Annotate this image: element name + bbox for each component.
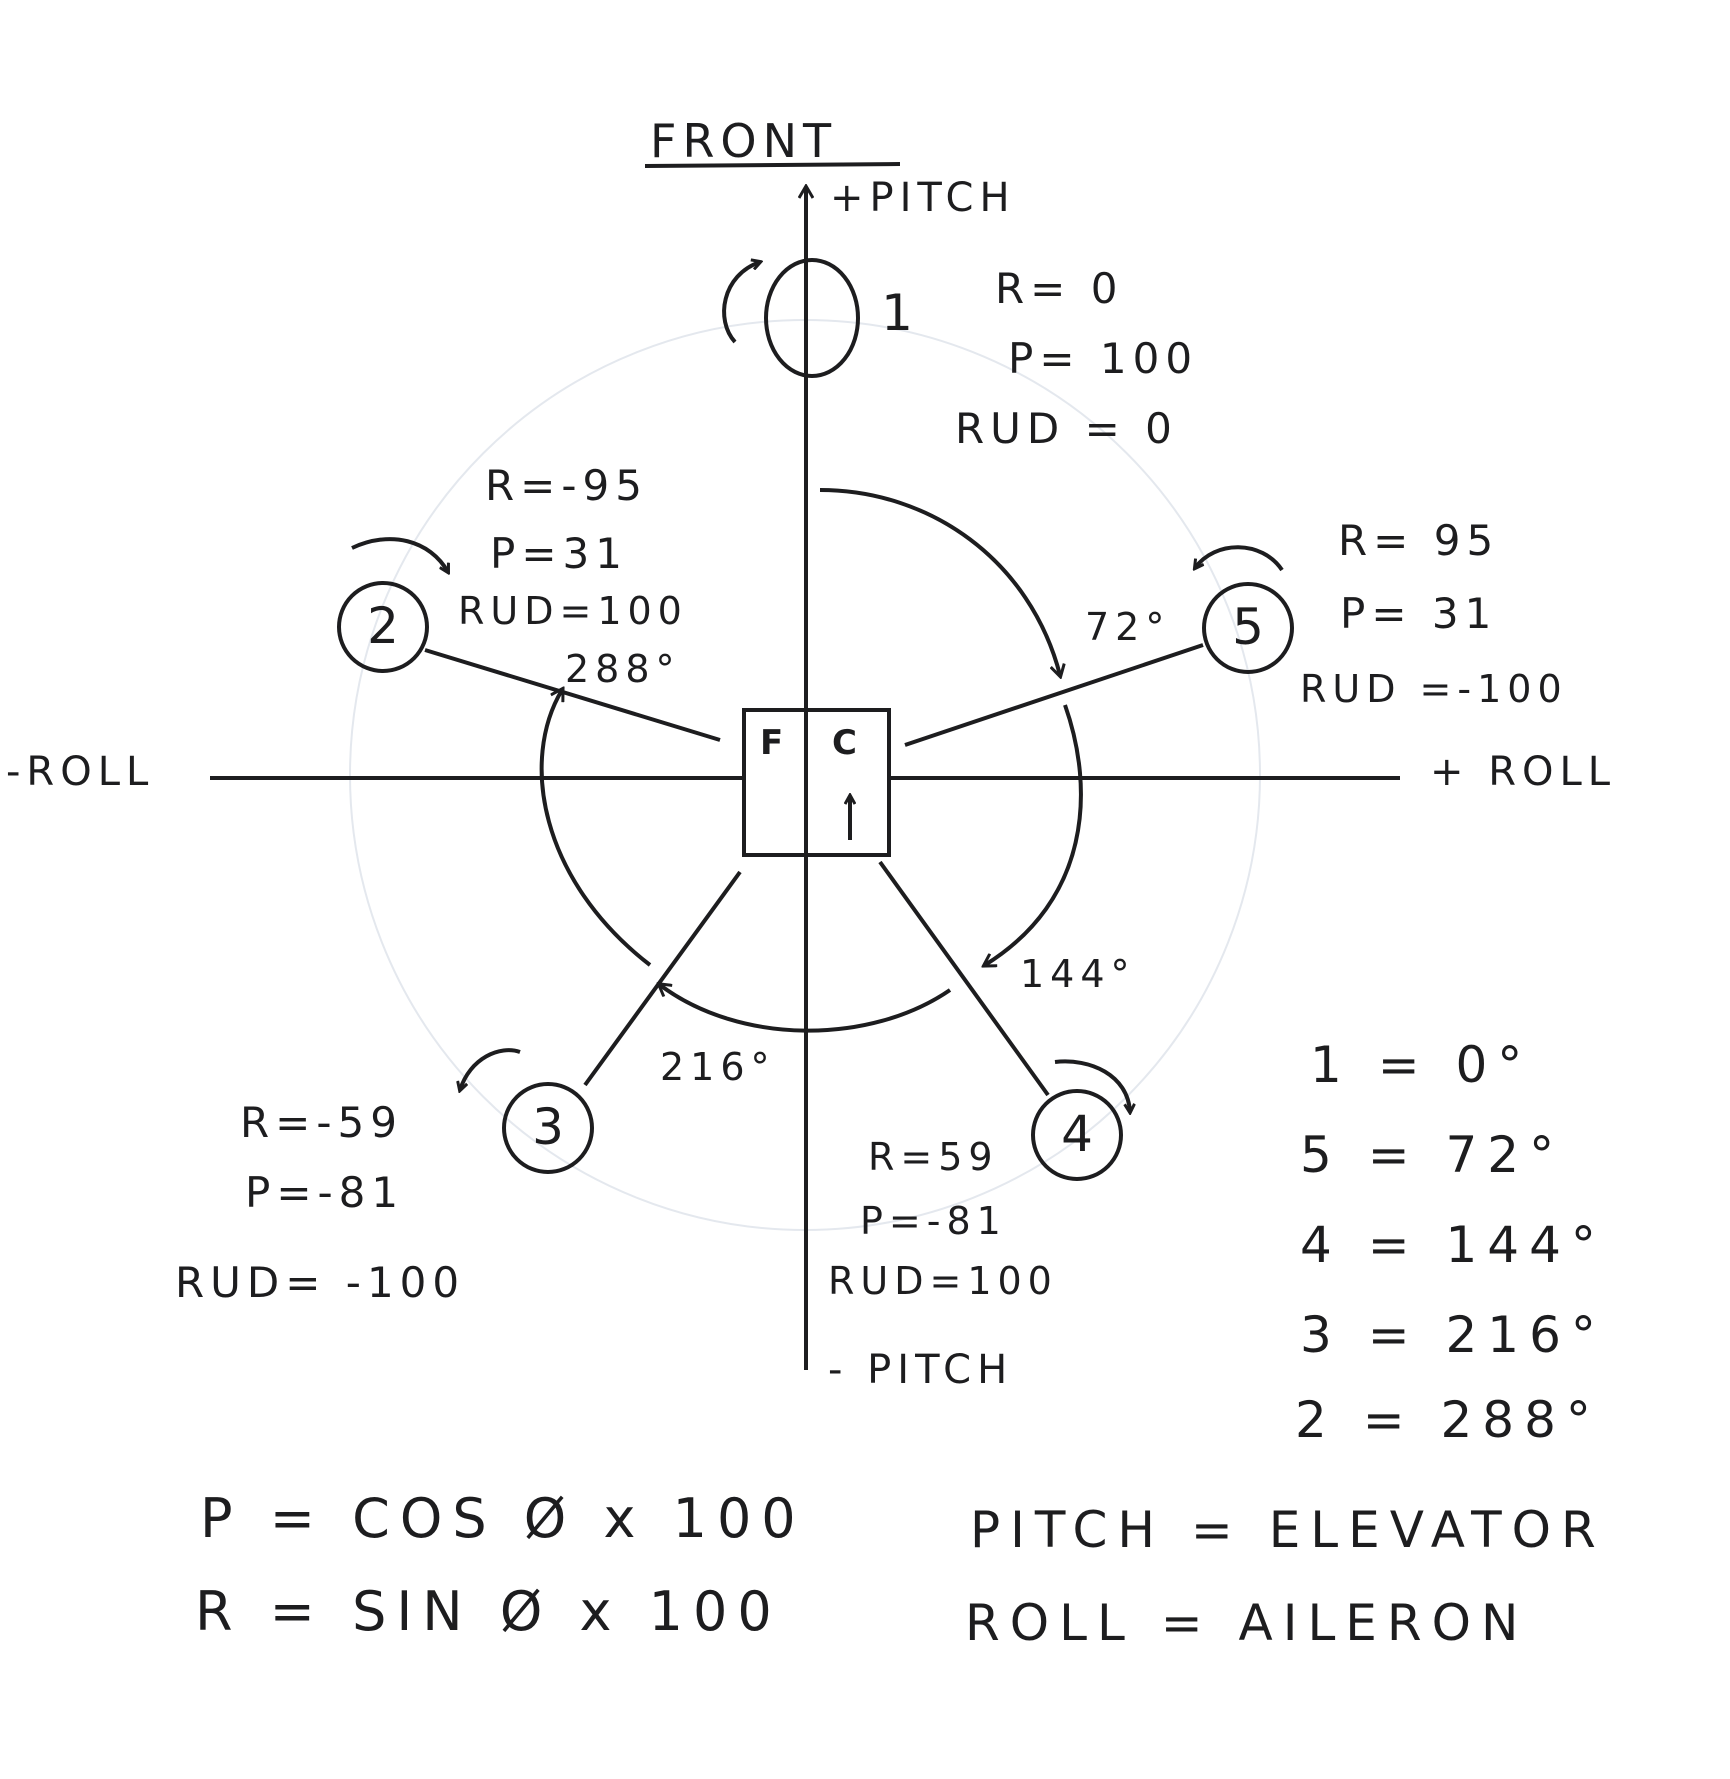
pitch-formula: P = COS Ø x 100 <box>200 1487 806 1550</box>
motor-3-number: 3 <box>532 1098 564 1156</box>
rotation-arrow-3-icon <box>460 1048 521 1090</box>
rotation-arrow-2-icon <box>351 537 448 572</box>
arm-4 <box>878 860 1050 1097</box>
motor-4-roll-value: R=59 <box>868 1135 999 1179</box>
angle-label-288: 288° <box>565 647 681 691</box>
angle-label-216: 216° <box>660 1045 776 1089</box>
pos-pitch-label: +PITCH <box>830 175 1016 221</box>
motor-1-number: 1 <box>881 284 913 342</box>
motor-3-roll-value: R=-59 <box>240 1098 403 1147</box>
angle-label-144: 144° <box>1020 952 1136 996</box>
motor-1-rudder-value: RUD = 0 <box>955 404 1178 453</box>
motor-2-pitch-value: P=31 <box>490 529 628 578</box>
title-underline <box>644 162 901 168</box>
legend-row: 4 = 144° <box>1300 1216 1606 1274</box>
arc-arrow-216-to-288-icon <box>539 690 652 967</box>
legend-row: 5 = 72° <box>1300 1126 1565 1184</box>
motor-1-roll-value: R= 0 <box>995 264 1124 313</box>
motor-4-number: 4 <box>1061 1105 1093 1163</box>
fc-label-c: C <box>832 723 857 763</box>
motor-5-number: 5 <box>1232 598 1264 656</box>
fc-label-f: F <box>760 723 784 763</box>
angle-label-72: 72° <box>1085 605 1171 649</box>
motor-4-circle <box>1031 1089 1123 1181</box>
arc-arrow-144-to-216-icon <box>660 985 952 1033</box>
motor-3-pitch-value: P=-81 <box>245 1168 405 1217</box>
motor-5-rudder-value: RUD =-100 <box>1300 667 1568 711</box>
motor-2-number: 2 <box>367 597 399 655</box>
roll-definition: ROLL = AILERON <box>965 1594 1529 1652</box>
pitch-definition: PITCH = ELEVATOR <box>970 1501 1606 1559</box>
front-title: FRONT <box>650 114 838 168</box>
arc-arrow-0-to-72-icon <box>819 488 1060 675</box>
neg-roll-label: -ROLL <box>6 749 155 795</box>
motor-1-ellipse <box>764 258 860 378</box>
motor-2-rudder-value: RUD=100 <box>458 589 688 633</box>
motor-2-roll-value: R=-95 <box>485 461 648 510</box>
arc-arrow-72-to-144-icon <box>985 704 1083 965</box>
motor-5-roll-value: R= 95 <box>1338 516 1500 565</box>
flight-controller-box <box>742 708 891 857</box>
motor-3-circle <box>502 1082 594 1174</box>
legend-row: 3 = 216° <box>1300 1306 1606 1364</box>
roll-formula: R = SIN Ø x 100 <box>195 1580 782 1643</box>
motor-2-circle <box>337 581 429 673</box>
motor-4-pitch-value: P=-81 <box>860 1199 1007 1243</box>
pos-roll-label: + ROLL <box>1430 749 1617 795</box>
rotation-arrow-1-icon <box>722 262 760 344</box>
motor-3-rudder-value: RUD= -100 <box>175 1258 466 1307</box>
neg-pitch-label: - PITCH <box>828 1347 1014 1393</box>
legend-row: 1 = 0° <box>1310 1036 1533 1094</box>
motor-5-circle <box>1202 582 1294 674</box>
arm-5 <box>904 643 1204 747</box>
rotation-arrow-4-icon <box>1054 1059 1130 1112</box>
motor-4-rudder-value: RUD=100 <box>828 1259 1058 1303</box>
arm-3 <box>583 870 742 1087</box>
legend-row: 2 = 288° <box>1295 1391 1601 1449</box>
arm-2 <box>424 648 721 742</box>
motor-5-pitch-value: P= 31 <box>1340 589 1498 638</box>
rotation-arrow-5-icon <box>1195 545 1284 570</box>
motor-1-pitch-value: P= 100 <box>1008 334 1199 383</box>
